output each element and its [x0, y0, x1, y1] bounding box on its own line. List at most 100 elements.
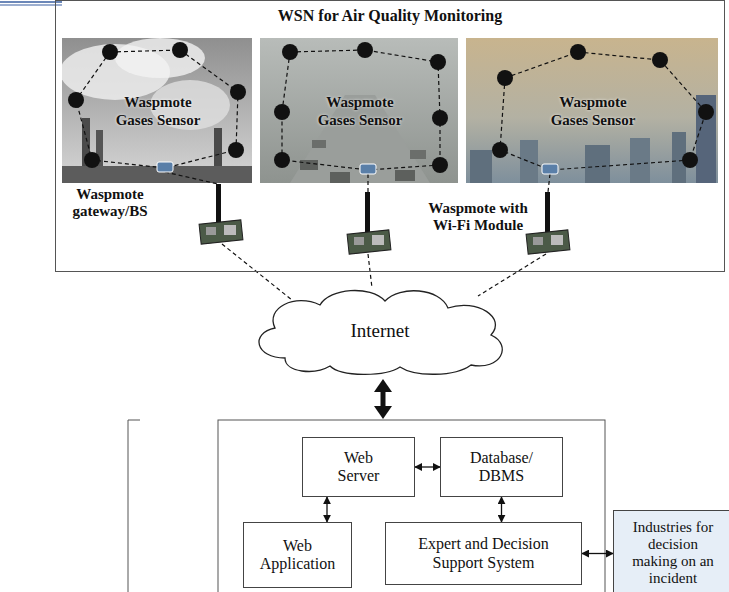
device-board	[199, 220, 243, 244]
sensor-node	[497, 70, 513, 86]
network-panel: WSN for Air Quality MonitoringWaspmote G…	[55, 0, 725, 272]
gateway-icons	[157, 162, 558, 174]
photo-ground	[260, 38, 458, 183]
sensor-photo: Waspmote Gases Sensor	[261, 39, 459, 184]
city-smog-photo	[466, 38, 718, 183]
sensor-node	[172, 42, 188, 58]
chip	[372, 235, 384, 245]
database-box: Database/ DBMS	[440, 437, 563, 497]
sensor-link	[282, 52, 368, 170]
gateway-icon	[157, 162, 173, 172]
connector-arrow	[501, 497, 502, 522]
arrow-head	[374, 379, 392, 392]
photo-label: Waspmote Gases Sensor	[543, 94, 643, 129]
traffic-photo	[260, 38, 458, 183]
car	[395, 170, 415, 181]
device-board	[347, 230, 391, 254]
sensor-node	[492, 142, 508, 158]
sensor-photo: Waspmote Gases Sensor	[63, 39, 253, 184]
sensor-photo: Waspmote Gases Sensor	[467, 39, 719, 184]
arrow-head	[374, 406, 392, 419]
gateway-icon	[360, 164, 376, 174]
building	[696, 95, 716, 183]
bracket-line	[128, 420, 140, 421]
server-box: Web Server	[302, 437, 415, 497]
sensor-node	[274, 152, 290, 168]
sensor-node	[430, 54, 446, 70]
header-rule	[0, 5, 62, 6]
car	[330, 172, 350, 183]
internet-link	[478, 254, 546, 296]
sensor-node	[432, 157, 448, 173]
sensor-node	[570, 44, 586, 60]
application-box: Web Application	[243, 522, 352, 588]
sensor-links	[76, 50, 706, 300]
connector-arrow	[582, 553, 613, 554]
building	[585, 145, 610, 183]
box-label: Database/ DBMS	[459, 449, 544, 486]
wifi-devices	[199, 184, 570, 254]
sensor-link	[500, 78, 550, 170]
sensor-node	[68, 92, 84, 108]
photo-label: Waspmote Gases Sensor	[310, 94, 410, 129]
sensor-link	[290, 50, 440, 170]
sensor-node	[698, 104, 714, 120]
system-frame	[218, 420, 605, 592]
gateway-icon	[542, 164, 558, 174]
sensor-node	[228, 142, 244, 158]
server-system	[128, 420, 605, 592]
building	[630, 138, 650, 183]
chip	[224, 225, 236, 235]
chip	[206, 227, 216, 235]
smoke-photo	[62, 38, 252, 183]
chip	[354, 237, 364, 245]
photo-label: Waspmote Gases Sensor	[108, 94, 208, 129]
cloud-shape	[259, 290, 502, 374]
sensor-node	[357, 42, 373, 58]
photo-ground	[466, 38, 718, 183]
antenna	[365, 192, 370, 234]
bracket-line	[128, 420, 129, 592]
building	[520, 140, 538, 183]
sensor-node	[282, 44, 298, 60]
connector-arrow	[415, 466, 440, 467]
box-label: Expert and Decision Support System	[409, 535, 559, 572]
gateway-link	[548, 174, 550, 192]
internet-cloud: Internet	[245, 283, 515, 378]
sensor-node	[652, 52, 668, 68]
decision-box: Expert and Decision Support System	[385, 522, 582, 585]
sensor-node	[432, 110, 448, 126]
car	[312, 140, 326, 148]
chip	[551, 235, 563, 245]
cloud-label: Internet	[350, 320, 409, 342]
header-rule	[0, 1, 62, 3]
sensor-link	[505, 52, 706, 170]
internet-link	[222, 244, 292, 300]
chip	[533, 237, 543, 245]
box-label: Web Application	[255, 537, 340, 574]
box-label: Industries for decision making on an inc…	[632, 519, 714, 588]
sensor-dots	[68, 42, 714, 173]
box-label: Web Server	[324, 449, 394, 486]
internet-link	[368, 254, 372, 288]
sensor-node	[682, 152, 698, 168]
sensor-node	[84, 152, 100, 168]
car	[300, 160, 318, 170]
internet-arrow	[374, 379, 392, 419]
sensor-node	[102, 44, 118, 60]
connector-arrow	[326, 497, 327, 522]
device-label: Waspmote gateway/BS	[60, 186, 160, 221]
device-board	[526, 230, 570, 254]
road	[290, 95, 430, 183]
car	[410, 150, 426, 159]
industry-box: Industries for decision making on an inc…	[613, 510, 729, 592]
building	[470, 150, 492, 183]
antenna	[545, 192, 550, 234]
device-label: Waspmote with Wi-Fi Module	[428, 200, 528, 235]
gateway-link	[367, 174, 368, 192]
antenna	[216, 184, 221, 224]
sensor-node	[274, 104, 290, 120]
sensor-node	[230, 84, 246, 100]
